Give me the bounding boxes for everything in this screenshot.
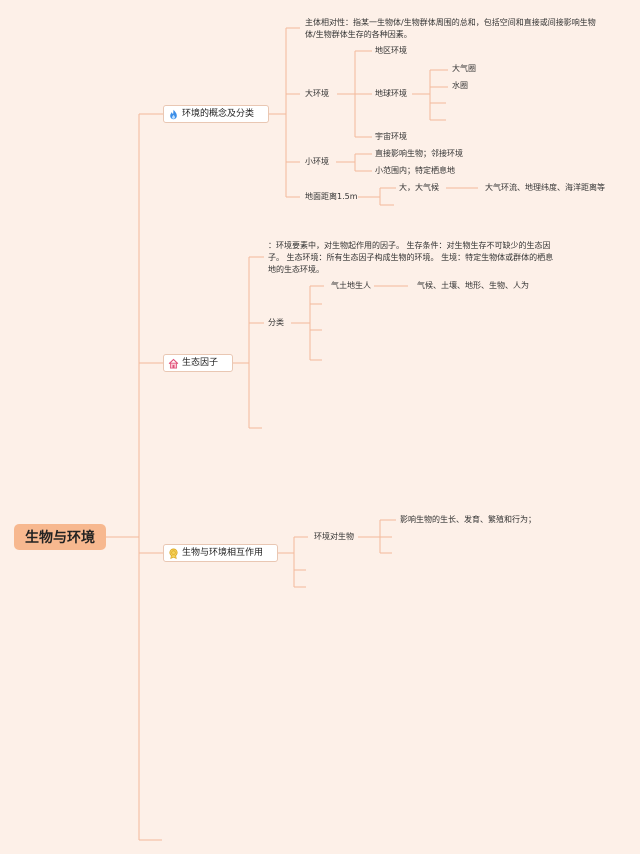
regional-environment[interactable]: 地区环境 xyxy=(375,46,407,55)
atmosphere[interactable]: 大气圈 xyxy=(452,64,476,73)
branch-label: 生物与环境相互作用 xyxy=(182,548,264,558)
hydrosphere[interactable]: 水圈 xyxy=(452,81,468,90)
factor-mnemonic[interactable]: 气土地生人 xyxy=(331,281,371,290)
environment-on-organism[interactable]: 环境对生物 xyxy=(314,532,354,541)
macro-climate-detail[interactable]: 大气环流、地理纬度、海洋距离等 xyxy=(485,183,605,192)
ground-distance[interactable]: 地面距离1.5m xyxy=(305,192,358,201)
flame-icon xyxy=(170,109,177,119)
cosmic-environment[interactable]: 宇宙环境 xyxy=(375,132,407,141)
factor-detail[interactable]: 气候、土壤、地形、生物、人为 xyxy=(417,281,529,290)
house-icon xyxy=(168,358,179,368)
medal-icon xyxy=(169,548,178,559)
branch-label: 环境的概念及分类 xyxy=(182,109,255,119)
macro-environment[interactable]: 大环境 xyxy=(305,89,329,98)
classification[interactable]: 分类 xyxy=(268,318,284,327)
root-node[interactable]: 生物与环境 xyxy=(14,524,106,550)
branch-ecological-factor[interactable]: 生态因子 xyxy=(163,354,233,372)
micro-item-habitat[interactable]: 小范围内；特定栖息地 xyxy=(375,166,455,175)
micro-item-direct[interactable]: 直接影响生物；邻接环境 xyxy=(375,149,463,158)
micro-environment[interactable]: 小环境 xyxy=(305,157,329,166)
macro-climate[interactable]: 大，大气候 xyxy=(399,183,439,192)
influence-item[interactable]: 影响生物的生长、发育、繁殖和行为； xyxy=(400,515,536,524)
definition-text: 主体相对性：指某一生物体/生物群体周围的总和，包括空间和直接或间接影响生物体/生… xyxy=(305,18,596,39)
ecological-definition-text: ：环境要素中，对生物起作用的因子。 生存条件：对生物生存不可缺少的生态因子。 生… xyxy=(268,241,554,274)
branch-interaction[interactable]: 生物与环境相互作用 xyxy=(163,544,278,562)
earth-environment[interactable]: 地球环境 xyxy=(375,89,407,98)
branch-label: 生态因子 xyxy=(182,358,219,368)
branch-environment-concept[interactable]: 环境的概念及分类 xyxy=(163,105,269,123)
